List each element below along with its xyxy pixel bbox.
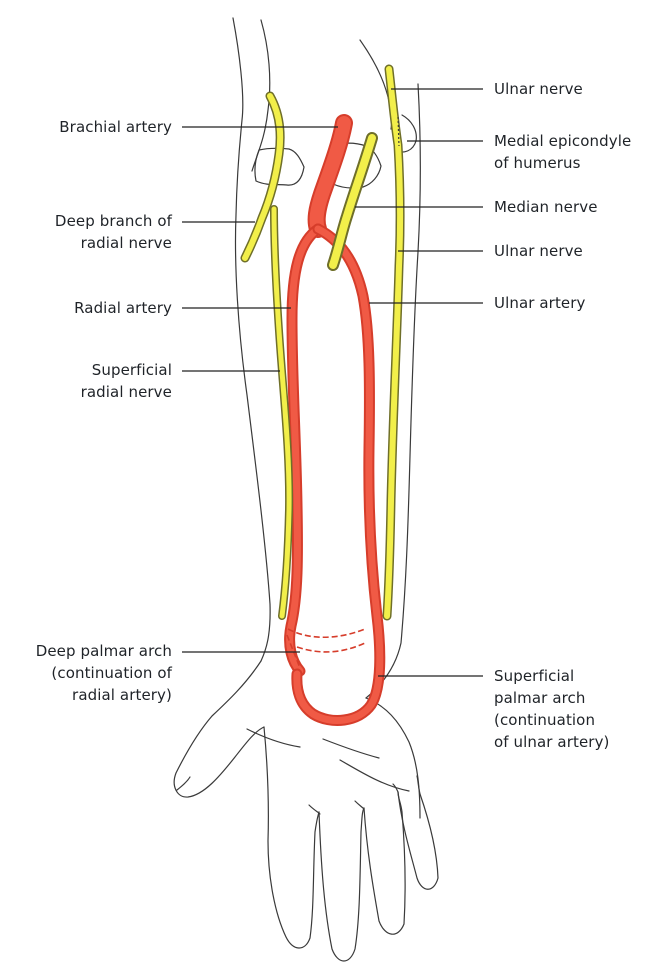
nerve-system (245, 69, 400, 616)
artery-system (287, 123, 380, 720)
palm-crease-1 (247, 729, 300, 747)
finger-base-line-1 (309, 805, 320, 814)
thenar-outline (174, 661, 264, 797)
label-deep-branch-radial-nerve: Deep branch of radial nerve (22, 210, 172, 254)
label-ulnar-nerve: Ulnar nerve (494, 240, 634, 262)
ulnar-artery-fill (297, 229, 380, 720)
label-radial-artery: Radial artery (46, 297, 172, 319)
label-superficial-palmar-arch: Superficial palmar arch (continuation of… (494, 665, 644, 753)
palm-crease-2 (323, 739, 379, 758)
palm-crease-3 (340, 760, 409, 791)
deep-palmar-arch-dashed-2 (297, 643, 365, 652)
label-deep-palmar-arch: Deep palmar arch (continuation of radial… (8, 640, 172, 706)
label-brachial-artery: Brachial artery (42, 116, 172, 138)
finger-index (264, 727, 319, 948)
hand-outline-right (366, 698, 420, 818)
finger-ring (364, 792, 405, 934)
label-ulnar-artery: Ulnar artery (494, 292, 634, 314)
label-median-nerve: Median nerve (494, 196, 634, 218)
arm-outer-left-outline (233, 18, 270, 661)
label-superficial-radial-nerve: Superficial radial nerve (52, 359, 172, 403)
label-medial-epicondyle: Medial epicondyle of humerus (494, 130, 664, 174)
deep-palmar-arch-dashed (288, 629, 365, 637)
finger-middle (319, 808, 364, 961)
radial-artery-fill (290, 229, 318, 671)
label-ulnar-nerve-top: Ulnar nerve (494, 78, 634, 100)
thumb-detail (177, 777, 190, 790)
finger-base-line-2 (355, 801, 364, 809)
